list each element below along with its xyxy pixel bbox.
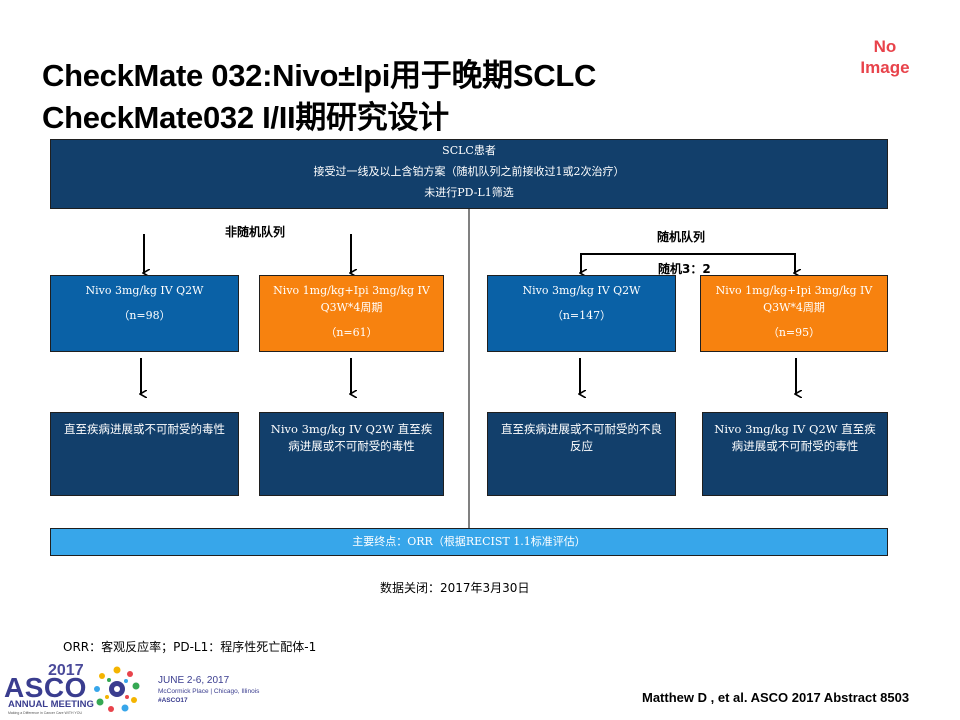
no-image-line-2: Image [860,58,910,77]
population-line-1: SCLC患者 [442,144,496,157]
asco-dates: JUNE 2-6, 2017 [158,675,230,686]
slide-title-line-1: CheckMate 032:Nivo±Ipi用于晚期SCLC [42,58,597,93]
asco-year: 2017 [48,662,84,679]
no-image-placeholder: No Image [850,36,920,78]
outcome-box-1: 直至疾病进展或不可耐受的毒性 [50,412,239,496]
arm-3-regimen: Nivo 3mg/kg IV Q2W [522,284,641,297]
asco-tagline: Making a Difference in Cancer Care WITH … [8,711,82,715]
arm-2-regimen: Nivo 1mg/kg+Ipi 3mg/kg IV Q3W*4周期 [273,284,430,314]
random-cohort-label: 随机队列 [657,230,706,244]
asco-meeting: ANNUAL MEETING [8,699,94,710]
slide-title-line-2: CheckMate032 I/II期研究设计 [42,100,449,135]
arm-box-3: Nivo 3mg/kg IV Q2W （n=147） [487,275,676,352]
outcome-box-4: Nivo 3mg/kg IV Q2W 直至疾病进展或不可耐受的毒性 [702,412,888,496]
outcome-box-3: 直至疾病进展或不可耐受的不良反应 [487,412,676,496]
population-line-3: 未进行PD-L1筛选 [424,186,514,199]
arm-4-regimen: Nivo 1mg/kg+Ipi 3mg/kg IV Q3W*4周期 [715,284,873,314]
arm-1-regimen: Nivo 3mg/kg IV Q2W [85,284,204,297]
asco-place: McCormick Place | Chicago, Illinois [158,688,260,695]
outcome-box-2: Nivo 3mg/kg IV Q2W 直至疾病进展或不可耐受的毒性 [259,412,444,496]
citation: Matthew D , et al. ASCO 2017 Abstract 85… [642,690,910,705]
arm-1-n: （n=98） [118,309,171,322]
data-cutoff-note: 数据关闭：2017年3月30日 [380,581,530,595]
arm-box-1: Nivo 3mg/kg IV Q2W （n=98） [50,275,239,352]
abbreviation-footnote: ORR：客观反应率；PD-L1：程序性死亡配体-1 [63,640,317,654]
randomization-ratio-label: 随机3：2 [658,262,711,276]
arm-3-n: （n=147） [551,309,612,322]
no-image-line-1: No [873,37,897,56]
arm-2-n: （n=61） [325,326,378,339]
population-box: SCLC患者 接受过一线及以上含铂方案（随机队列之前接收过1或2次治疗） 未进行… [50,139,888,209]
arm-4-n: （n=95） [767,326,821,339]
population-line-2: 接受过一线及以上含铂方案（随机队列之前接收过1或2次治疗） [313,165,625,178]
asco-hashtag: #ASCO17 [158,697,188,704]
non-random-cohort-label: 非随机队列 [225,225,286,239]
asco-name: ASCO [4,672,87,703]
primary-endpoint-bar: 主要终点：ORR（根据RECIST 1.1标准评估） [50,528,888,556]
arm-box-2: Nivo 1mg/kg+Ipi 3mg/kg IV Q3W*4周期 （n=61） [259,275,444,352]
asco-dots-emblem-icon [94,666,140,712]
arm-box-4: Nivo 1mg/kg+Ipi 3mg/kg IV Q3W*4周期 （n=95） [700,275,888,352]
